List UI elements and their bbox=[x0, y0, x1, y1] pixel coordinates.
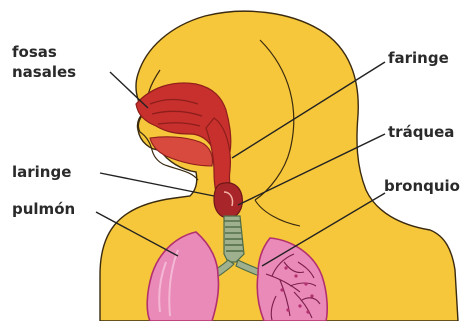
label-pulmon: pulmón bbox=[12, 200, 75, 218]
label-bronquio: bronquio bbox=[384, 177, 460, 195]
label-fosas-line1: fosas bbox=[12, 43, 57, 61]
label-laringe: laringe bbox=[12, 163, 71, 181]
label-traquea: tráquea bbox=[388, 123, 454, 141]
larynx bbox=[214, 183, 242, 218]
label-faringe: faringe bbox=[388, 49, 449, 67]
label-fosas-line2: nasales bbox=[12, 63, 76, 81]
